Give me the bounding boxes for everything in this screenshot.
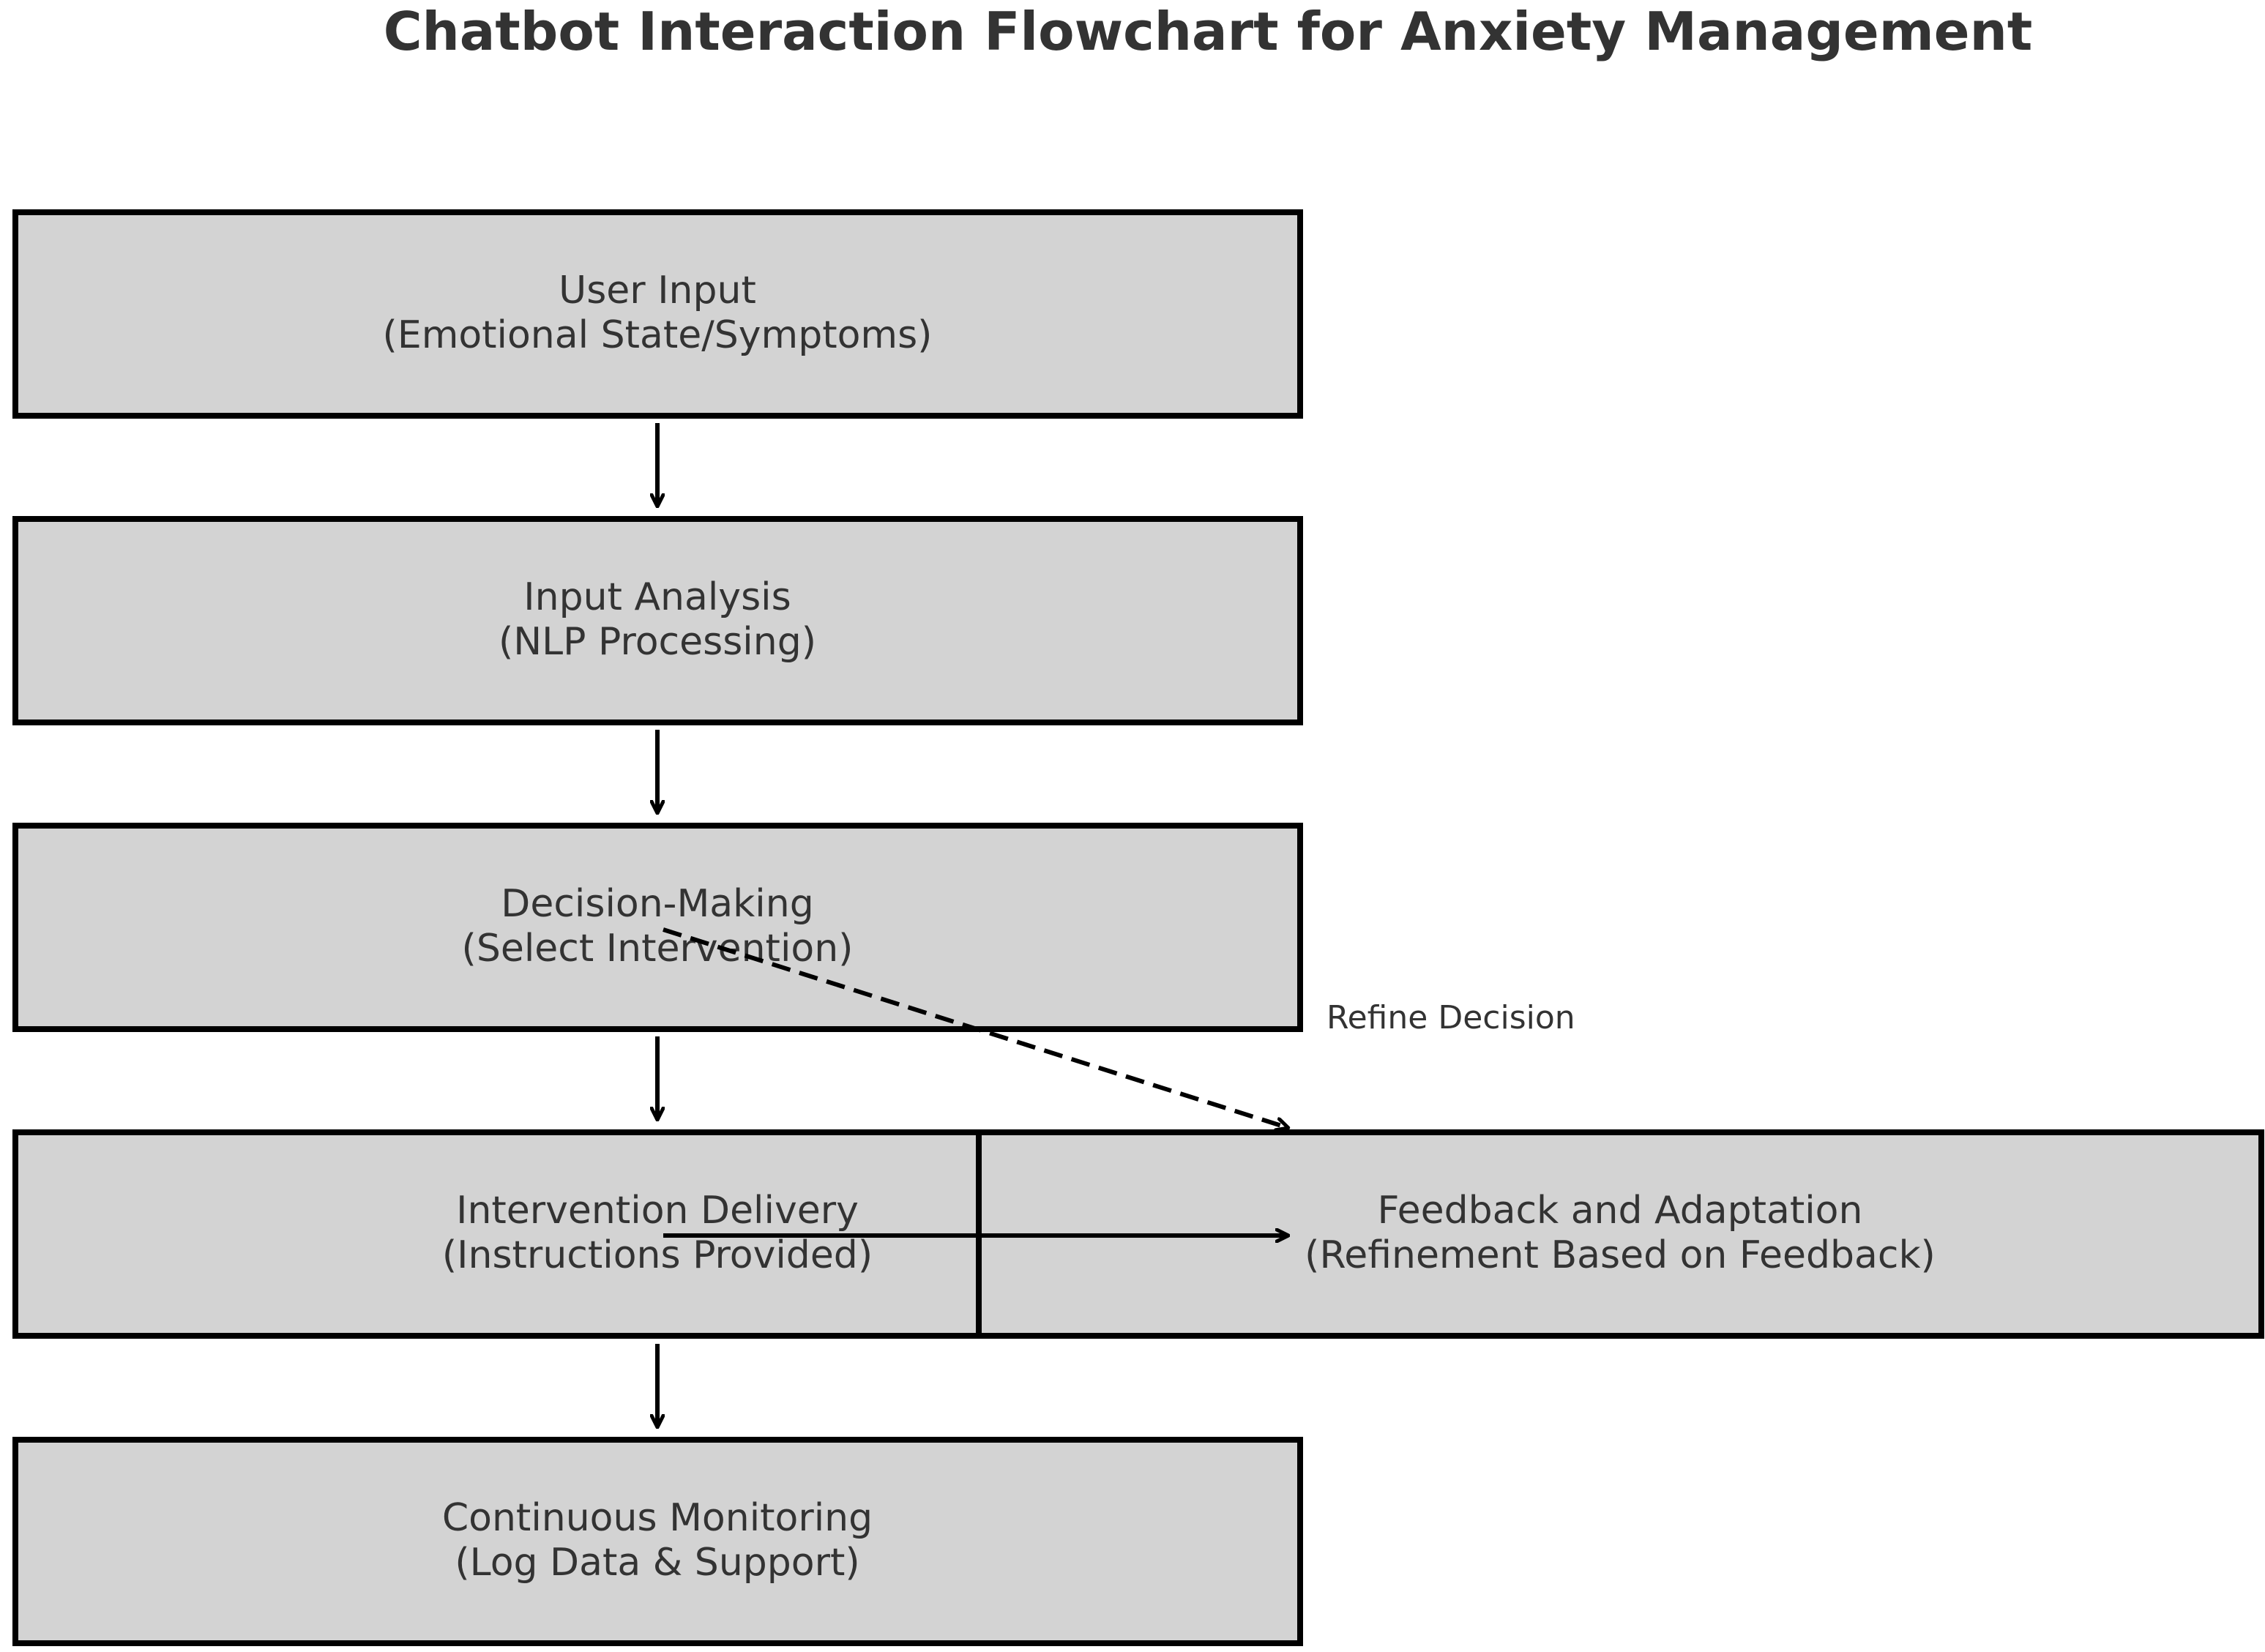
node-continuous-monitoring-title: Continuous Monitoring bbox=[442, 1496, 873, 1540]
node-decision-making: Decision-Making (Select Intervention) bbox=[12, 823, 1303, 1032]
node-user-input-box bbox=[12, 209, 1303, 419]
node-input-analysis-subtitle: (NLP Processing) bbox=[499, 620, 816, 664]
node-input-analysis-title: Input Analysis bbox=[523, 575, 791, 619]
node-intervention-delivery-subtitle: (Instructions Provided) bbox=[442, 1233, 873, 1277]
node-intervention-delivery-title: Intervention Delivery bbox=[456, 1189, 859, 1233]
edge-label-refine-decision: Refine Decision bbox=[1326, 999, 1575, 1036]
node-user-input-title: User Input bbox=[559, 269, 756, 313]
node-feedback-adaptation-title: Feedback and Adaptation bbox=[1378, 1189, 1863, 1233]
diagram-title: Chatbot Interaction Flowchart for Anxiet… bbox=[384, 1, 2033, 62]
node-continuous-monitoring-box bbox=[12, 1437, 1303, 1646]
node-decision-making-box bbox=[12, 823, 1303, 1032]
node-user-input-subtitle: (Emotional State/Symptoms) bbox=[383, 313, 933, 357]
node-input-analysis-box bbox=[12, 516, 1303, 725]
edge-decision-making-to-feedback-adaptation bbox=[663, 927, 1288, 1128]
node-decision-making-subtitle: (Select Intervention) bbox=[462, 927, 854, 971]
node-feedback-adaptation: Feedback and Adaptation (Refinement Base… bbox=[976, 1129, 2264, 1339]
node-feedback-adaptation-subtitle: (Refinement Based on Feedback) bbox=[1305, 1233, 1936, 1277]
node-continuous-monitoring: Continuous Monitoring (Log Data & Suppor… bbox=[12, 1437, 1303, 1646]
node-decision-making-title: Decision-Making bbox=[501, 882, 813, 926]
node-continuous-monitoring-subtitle: (Log Data & Support) bbox=[455, 1541, 859, 1585]
node-input-analysis: Input Analysis (NLP Processing) bbox=[12, 516, 1303, 725]
node-user-input: User Input (Emotional State/Symptoms) bbox=[12, 209, 1303, 419]
